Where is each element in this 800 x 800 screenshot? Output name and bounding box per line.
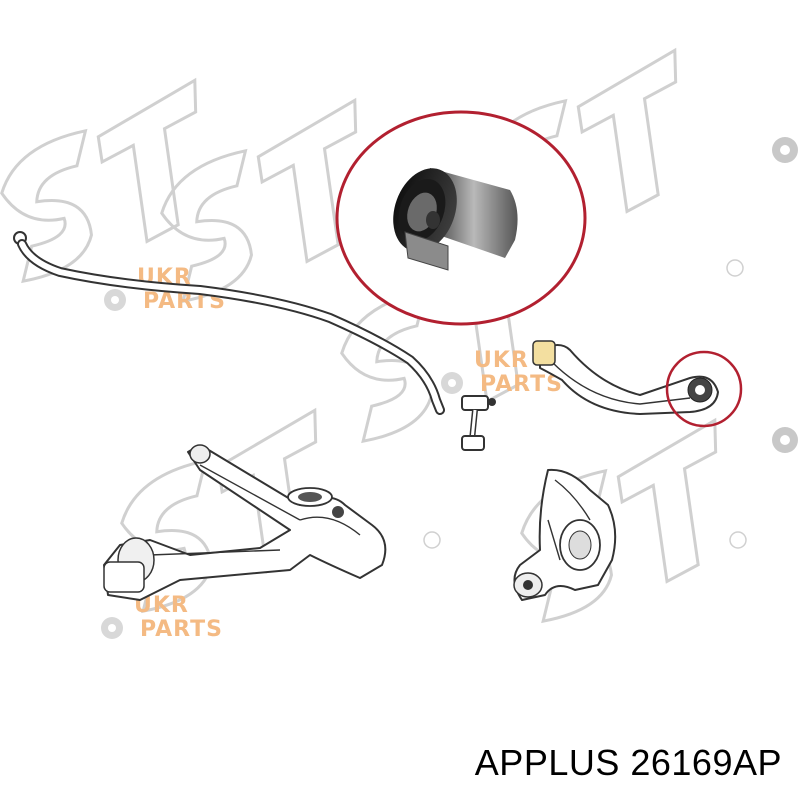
highlight-ring (665, 350, 743, 428)
registered-icon (726, 259, 744, 277)
watermark: UKR PARTS (101, 593, 223, 642)
registered-icon (423, 531, 441, 549)
stabilizer-link (461, 395, 496, 451)
upper-control-arm (532, 340, 719, 415)
gear-icon (441, 372, 463, 394)
st-logo (0, 77, 198, 284)
watermark-line2: PARTS (480, 372, 563, 397)
gear-icon (101, 617, 123, 639)
product-caption: APPLUS 26169AP (474, 742, 782, 783)
gear-icon (772, 427, 798, 453)
lower-control-arm (103, 444, 387, 601)
st-logo (160, 97, 358, 304)
registered-icon (729, 531, 747, 549)
watermark-line1: UKR (474, 348, 529, 373)
gear-icon (772, 137, 798, 163)
watermark: UKR PARTS (441, 348, 563, 397)
watermark-line2: PARTS (140, 617, 223, 642)
bushing-zoom (335, 110, 587, 326)
bushing-photo (393, 168, 518, 271)
gear-icon (104, 289, 126, 311)
arm-bushing (532, 340, 556, 366)
stabilizer-bar (13, 231, 445, 415)
knuckle (513, 468, 617, 601)
